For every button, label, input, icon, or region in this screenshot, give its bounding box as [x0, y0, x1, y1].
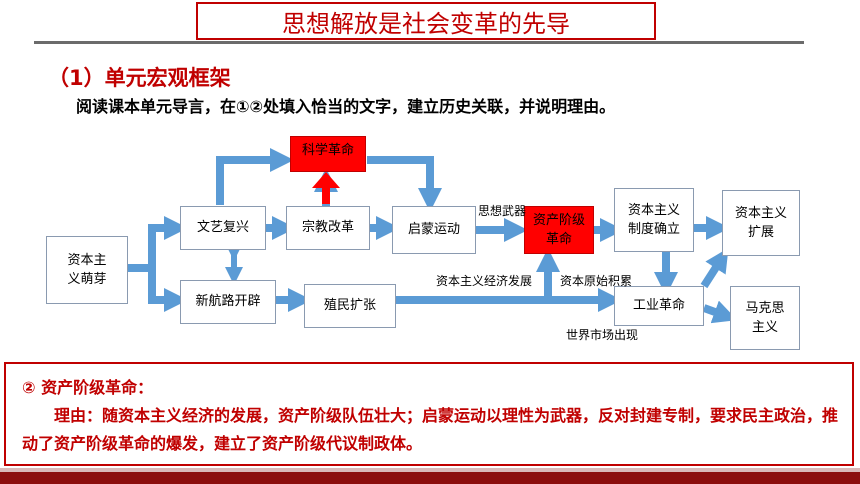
node-system-established: 资本主义制度确立	[614, 188, 694, 252]
arrow-budding-renaissance	[128, 216, 188, 272]
arrow-budding-newroute	[148, 268, 188, 312]
section-heading: （1）单元宏观框架	[48, 66, 231, 90]
footer-accent	[0, 468, 860, 472]
node-industrial-revolution: 工业革命	[614, 286, 704, 326]
node-enlightenment: 启蒙运动	[392, 206, 476, 254]
answer-text: 理由：随资本主义经济的发展，资产阶级队伍壮大；启蒙运动以理性为武器，反对封建专制…	[22, 406, 839, 453]
arrow-renaissance-science	[216, 148, 294, 205]
answer-box: ② 资产阶级革命： 理由：随资本主义经济的发展，资产阶级队伍壮大；启蒙运动以理性…	[4, 362, 854, 466]
node-new-route: 新航路开辟	[180, 280, 276, 324]
node-bourgeois-revolution: 资产阶级革命	[524, 206, 594, 254]
label-world-market: 世界市场出现	[566, 328, 639, 342]
node-colonial-expansion: 殖民扩张	[304, 284, 396, 328]
node-capitalism-expansion: 资本主义扩展	[722, 190, 800, 256]
arrow-science-enlightenment	[367, 156, 442, 212]
node-marxism: 马克思主义	[730, 286, 800, 350]
node-renaissance: 文艺复兴	[180, 206, 266, 250]
node-scientific-revolution: 科学革命	[290, 136, 366, 172]
arrow-industrial-expansion	[700, 247, 729, 289]
arrow-industrial-marxism	[702, 300, 738, 324]
title-divider	[34, 41, 804, 44]
answer-heading: ② 资产阶级革命：	[22, 378, 154, 397]
page-title-text: 思想解放是社会变革的先导	[282, 9, 570, 38]
label-ideological-weapon: 思想武器	[478, 204, 527, 218]
label-primitive-accumulation: 资本原始积累	[560, 274, 633, 288]
node-capitalism-budding: 资本主义萌芽	[46, 236, 128, 304]
label-economic-development: 资本主义经济发展	[436, 274, 533, 288]
node-reformation: 宗教改革	[286, 206, 370, 250]
page-title: 思想解放是社会变革的先导	[196, 2, 656, 40]
footer-bar	[0, 472, 860, 484]
instruction-text: 阅读课本单元导言，在①②处填入恰当的文字，建立历史关联，并说明理由。	[76, 97, 616, 116]
